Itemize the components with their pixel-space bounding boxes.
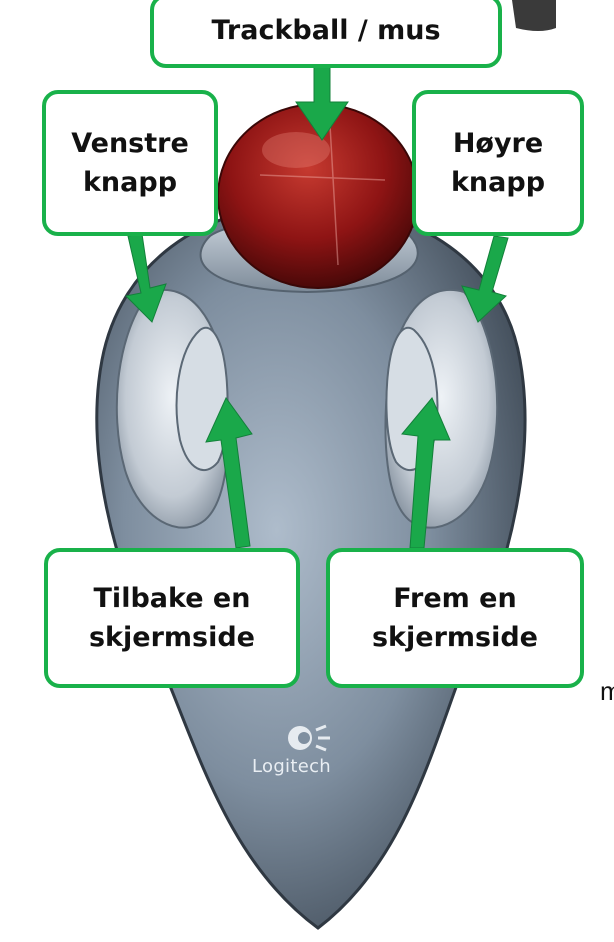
left-button-callout: Venstre knapp — [42, 90, 218, 236]
forward-callout: Frem en skjermside — [326, 548, 584, 688]
left-button-label-line2: knapp — [71, 163, 189, 202]
background-object — [512, 0, 556, 31]
back-label-line2: skjermside — [89, 618, 255, 657]
left-button-label-line1: Venstre — [71, 124, 189, 163]
cropped-text: m — [600, 676, 614, 707]
forward-label-line2: skjermside — [372, 618, 538, 657]
back-label-line1: Tilbake en — [89, 579, 255, 618]
trackball-label: Trackball / mus — [211, 11, 440, 50]
right-button-callout: Høyre knapp — [412, 90, 584, 236]
back-callout: Tilbake en skjermside — [44, 548, 300, 688]
forward-label-line1: Frem en — [372, 579, 538, 618]
right-button-label-line1: Høyre — [451, 124, 545, 163]
trackball-callout: Trackball / mus — [150, 0, 502, 68]
right-button-label-line2: knapp — [451, 163, 545, 202]
brand-name: Logitech — [252, 756, 331, 777]
